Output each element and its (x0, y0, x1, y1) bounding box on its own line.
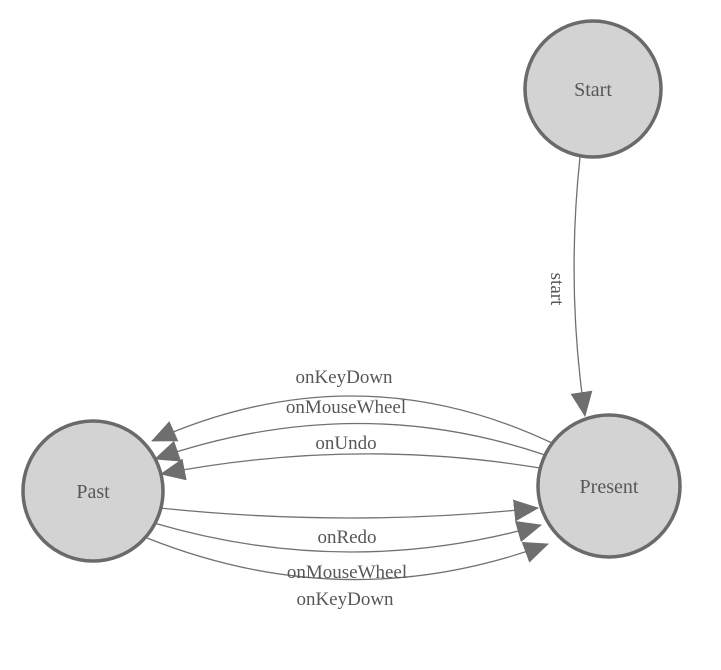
node-present[interactable]: Present (536, 413, 682, 559)
state-circle-present[interactable] (536, 413, 682, 559)
edge-label-onkeydown-top: onKeyDown (295, 367, 393, 388)
edge-label-onmousewheel-bottom: onMouseWheel (287, 562, 407, 583)
edge-past-to-present-onkeydown[interactable] (146, 537, 549, 581)
edge-past-to-present-onredo[interactable] (159, 499, 539, 522)
edge-label-onundo: onUndo (315, 433, 376, 454)
edge-present-to-past-onmousewheel[interactable] (154, 422, 546, 462)
edge-present-to-past-onundo[interactable] (160, 453, 541, 481)
edge-label-onkeydown-bottom: onKeyDown (296, 589, 394, 610)
state-circle-past[interactable] (21, 419, 165, 563)
state-label-past: Past (76, 481, 110, 503)
edges-layer (146, 156, 593, 581)
node-start[interactable]: Start (523, 19, 663, 159)
edge-label-start: start (546, 273, 567, 306)
edge-start-to-present[interactable] (570, 156, 593, 417)
edge-labels-layer: start onKeyDown onMouseWheel onUndo onRe… (286, 273, 567, 610)
edge-label-onredo: onRedo (317, 527, 376, 548)
edge-present-to-past-onkeydown[interactable] (151, 395, 553, 444)
edge-label-onmousewheel-top: onMouseWheel (286, 397, 406, 418)
state-circle-start[interactable] (523, 19, 663, 159)
node-past[interactable]: Past (21, 419, 165, 563)
state-label-present: Present (580, 476, 639, 498)
state-label-start: Start (574, 79, 612, 101)
edge-past-to-present-onmousewheel[interactable] (153, 520, 542, 553)
